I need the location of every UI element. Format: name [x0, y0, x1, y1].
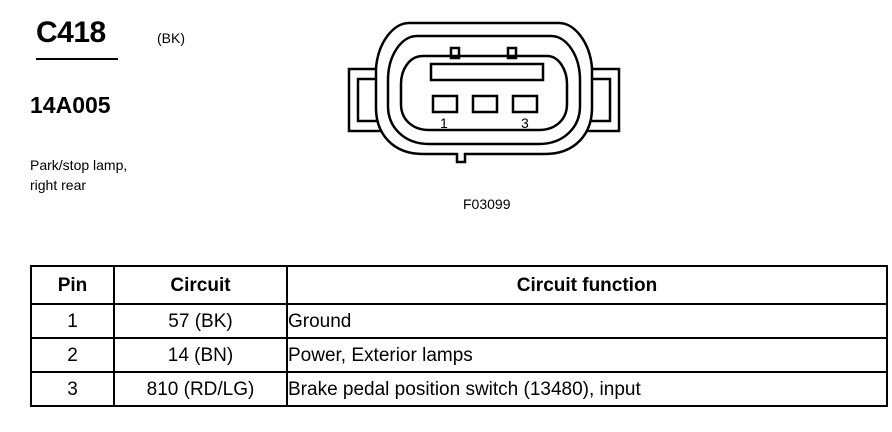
- description-line-1: Park/stop lamp,: [30, 157, 128, 173]
- connector-id-underline: [36, 58, 118, 60]
- table-row: 1 57 (BK) Ground: [30, 303, 888, 339]
- figure-code: F03099: [463, 196, 511, 212]
- pin-table: Pin Circuit Circuit function 1 57 (BK) G…: [30, 265, 888, 407]
- circuit-cell: 57 (BK): [113, 303, 288, 339]
- connector-inner-housing: [386, 34, 582, 146]
- key-left: [449, 46, 461, 60]
- connector-outer-housing: [374, 21, 594, 164]
- function-cell: Ground: [286, 303, 888, 339]
- connector-color: (BK): [157, 30, 185, 46]
- pin-cell: 2: [30, 337, 115, 373]
- function-cell: Power, Exterior lamps: [286, 337, 888, 373]
- header-circuit: Circuit: [113, 265, 288, 305]
- header-circuit-function: Circuit function: [286, 265, 888, 305]
- connector-face-diagram: 1 3: [347, 21, 621, 164]
- circuit-cell: 14 (BN): [113, 337, 288, 373]
- connector-cavity: [399, 54, 569, 132]
- table-row: 3 810 (RD/LG) Brake pedal position switc…: [30, 371, 888, 407]
- pin-cell: 3: [30, 371, 115, 407]
- part-number: 14A005: [30, 92, 111, 118]
- table-row: 2 14 (BN) Power, Exterior lamps: [30, 337, 888, 373]
- pin-label-3: 3: [521, 115, 529, 131]
- header-pin: Pin: [30, 265, 115, 305]
- pin-terminal-1: [431, 94, 459, 114]
- pin-terminal-2: [471, 94, 499, 114]
- description-line-2: right rear: [30, 177, 87, 193]
- connector-id: C418: [36, 16, 106, 49]
- connector-description: Park/stop lamp, right rear: [30, 155, 127, 195]
- key-right: [506, 46, 518, 60]
- pin-terminal-3: [511, 94, 539, 114]
- pin-cell: 1: [30, 303, 115, 339]
- circuit-cell: 810 (RD/LG): [113, 371, 288, 407]
- terminal-slot-long: [429, 62, 545, 82]
- pin-label-1: 1: [440, 115, 448, 131]
- table-header-row: Pin Circuit Circuit function: [30, 265, 888, 305]
- function-cell: Brake pedal position switch (13480), inp…: [286, 371, 888, 407]
